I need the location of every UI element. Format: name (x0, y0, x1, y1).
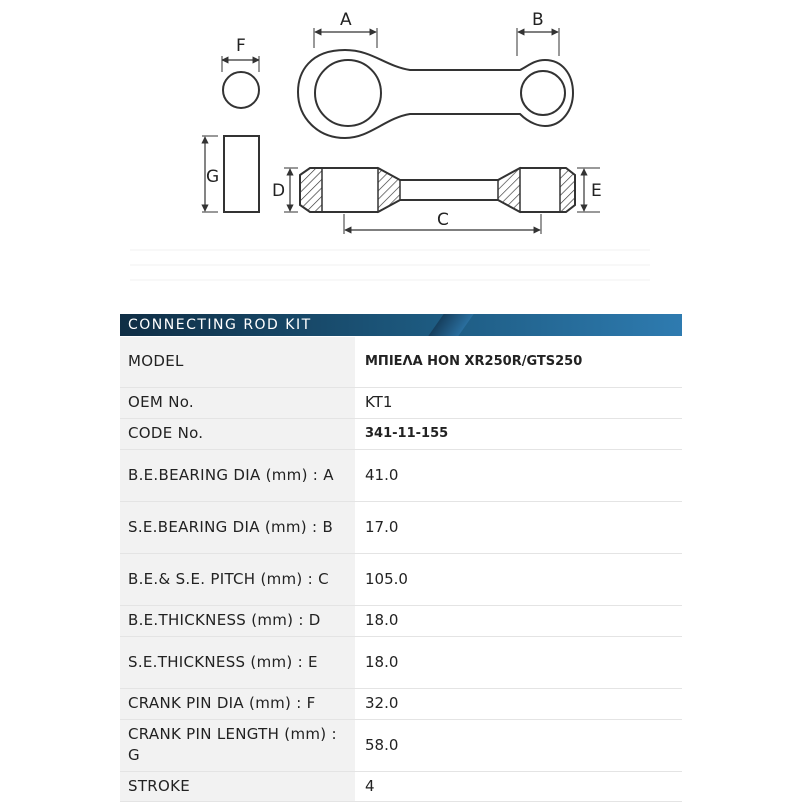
label-e: E (591, 181, 602, 201)
spec-row: OEM No.KT1 (120, 387, 682, 419)
spec-key: S.E.THICKNESS (mm) : E (120, 636, 355, 689)
small-end-bore (520, 70, 566, 116)
big-end-bore (314, 59, 382, 127)
big-end-hatch-left (299, 167, 323, 213)
label-b: B (532, 10, 544, 30)
spec-value: 58.0 (355, 719, 682, 772)
spec-value: 4 (355, 771, 682, 802)
label-f: F (236, 36, 246, 56)
small-end-hatch-left (497, 166, 521, 214)
spec-key: CRANK PIN LENGTH (mm) : G (120, 719, 355, 772)
spec-value: KT1 (355, 387, 682, 419)
spec-key: MODEL (120, 337, 355, 388)
spec-key: S.E.BEARING DIA (mm) : B (120, 501, 355, 554)
spec-value: 17.0 (355, 501, 682, 554)
crank-pin-top-view (222, 71, 260, 109)
spec-key: CRANK PIN DIA (mm) : F (120, 688, 355, 720)
label-d: D (272, 181, 285, 201)
spec-key: B.E.BEARING DIA (mm) : A (120, 449, 355, 502)
label-g: G (206, 167, 219, 187)
spec-key: OEM No. (120, 387, 355, 419)
label-a: A (340, 10, 352, 30)
spec-table-header: CONNECTING ROD KIT (120, 314, 682, 336)
header-separator (428, 314, 474, 336)
small-end-hatch-right (559, 167, 576, 213)
spec-table-title: CONNECTING ROD KIT (128, 317, 312, 333)
connecting-rod-diagram: F G A B D E C (130, 10, 650, 281)
spec-row: CODE No.341-11-155 (120, 418, 682, 450)
spec-key: STROKE (120, 771, 355, 802)
spec-key: B.E.& S.E. PITCH (mm) : C (120, 553, 355, 606)
background-reflection (130, 249, 650, 281)
big-end-hatch-right (377, 166, 401, 214)
spec-value: 18.0 (355, 605, 682, 637)
spec-value: 18.0 (355, 636, 682, 689)
crank-pin-side-view (223, 135, 260, 213)
spec-value: 41.0 (355, 449, 682, 502)
label-c: C (437, 210, 449, 230)
connecting-rod-top-view (296, 48, 575, 140)
spec-value: 341-11-155 (355, 418, 682, 450)
spec-value: 105.0 (355, 553, 682, 606)
spec-key: B.E.THICKNESS (mm) : D (120, 605, 355, 637)
spec-key: CODE No. (120, 418, 355, 450)
connecting-rod-section-view (299, 167, 576, 213)
spec-value: ΜΠΙΕΛΑ HON XR250R/GTS250 (355, 337, 682, 388)
spec-value: 32.0 (355, 688, 682, 720)
